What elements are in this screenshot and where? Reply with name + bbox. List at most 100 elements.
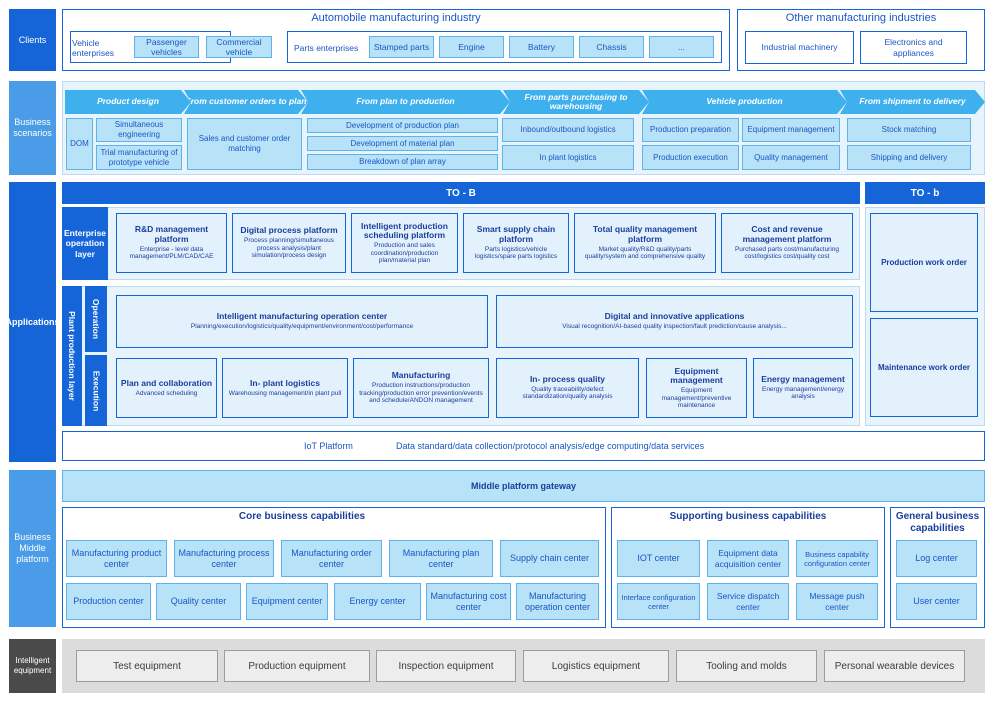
card-subtitle: Planning/execution/logistics/quality/equ… — [190, 323, 414, 331]
card-subtitle: Process planning/simultaneous process an… — [244, 237, 334, 260]
core-capability-box: Manufacturing plan center — [389, 540, 493, 577]
scenario-box: Equipment management — [742, 118, 840, 142]
execution-text: Execution — [91, 370, 101, 411]
card-subtitle: Parts logistics/vehicle logistics/spare … — [474, 245, 558, 261]
supporting-capability-box: Business capability configuration center — [796, 540, 878, 577]
general-capability-box: Log center — [896, 540, 977, 577]
card-title: Digital and innovative applications — [604, 311, 745, 322]
sidebar-label: Intelligent equipment — [13, 656, 52, 675]
supporting-capability-box: Equipment data acquisition center — [707, 540, 789, 577]
card-subtitle: Production and sales coordination/produc… — [370, 242, 439, 264]
commercial-vehicle-box: Commercial vehicle — [206, 36, 272, 58]
core-capability-box: Production center — [66, 583, 151, 620]
plant-layer-text: Plant production layer — [67, 311, 77, 401]
card-title: Smart supply chain platform — [476, 224, 556, 245]
core-capability-box: Equipment center — [246, 583, 328, 620]
general-capability-box: User center — [896, 583, 977, 620]
plant-layer-label: Plant production layer — [62, 286, 82, 426]
sidebar-intelligent-equipment: Intelligent equipment — [9, 639, 56, 693]
supporting-capability-box: Interface configuration center — [617, 583, 700, 620]
equipment-box: Tooling and molds — [676, 650, 817, 682]
equipment-box: Test equipment — [76, 650, 218, 682]
operation-text: Operation — [91, 298, 101, 340]
supporting-capability-box: Message push center — [796, 583, 878, 620]
scenario-box: Development of material plan — [307, 136, 498, 151]
scenario-box: Development of production plan — [307, 118, 498, 133]
supporting-capability-box: IOT center — [617, 540, 700, 577]
supporting-capabilities-title: Supporting business capabilities — [669, 511, 827, 522]
card-title: Energy management — [761, 374, 845, 385]
card-title: Cost and revenue management platform — [742, 224, 832, 245]
flow-step: From shipment to delivery — [840, 90, 985, 114]
parts-box: Engine — [439, 36, 504, 58]
sidebar-business-middle-platform: Business Middle platform — [9, 470, 56, 627]
core-capabilities-title: Core business capabilities — [238, 511, 366, 522]
card-subtitle: Production instructions/production track… — [359, 382, 483, 405]
card-title: Production work order — [881, 257, 967, 267]
card-subtitle: Warehousing management/in plant pull — [228, 389, 342, 397]
sidebar-label: Business Middle platform — [14, 532, 51, 564]
card-title: R&D management platform — [134, 224, 209, 245]
iot-platform-description: Data standard/data collection/protocol a… — [396, 441, 705, 451]
card-subtitle: Energy management/energy analysis — [761, 385, 845, 401]
enterprise-platform-card: Intelligent production scheduling platfo… — [351, 213, 458, 273]
core-capability-box: Quality center — [156, 583, 241, 620]
passenger-vehicles-box: Passenger vehicles — [134, 36, 199, 58]
card-subtitle: Market quality/R&D quality/parts quality… — [584, 245, 706, 261]
electronics-appliances-box: Electronics and appliances — [860, 31, 967, 64]
flow-step: From plan to production — [301, 90, 510, 114]
parts-box: Chassis — [579, 36, 644, 58]
vehicle-enterprises-label: Vehicle enterprises — [72, 38, 115, 59]
scenario-box: Production execution — [642, 145, 739, 170]
flow-step: From customer orders to plan — [184, 90, 308, 114]
card-subtitle: Equipment management/preventive maintena… — [661, 387, 732, 409]
core-capability-box: Manufacturing process center — [174, 540, 274, 577]
iot-platform-label: IoT Platform — [304, 441, 353, 451]
flow-step: Vehicle production — [642, 90, 847, 114]
equipment-box: Production equipment — [224, 650, 370, 682]
card-title: Equipment management — [670, 365, 723, 386]
equipment-box: Logistics equipment — [523, 650, 669, 682]
card-subtitle: Purchased parts cost/manufacturing cost/… — [734, 245, 840, 261]
equipment-box: Inspection equipment — [376, 650, 516, 682]
flow-step: From parts purchasing to warehousing — [503, 90, 649, 114]
card-title: Maintenance work order — [877, 362, 971, 372]
core-capability-box: Manufacturing operation center — [516, 583, 599, 620]
card-title: In- plant logistics — [250, 377, 320, 388]
parts-box: Battery — [509, 36, 574, 58]
equipment-box: Personal wearable devices — [824, 650, 965, 682]
sidebar-clients: Clients — [9, 9, 56, 71]
scenario-box: Breakdown of plan array — [307, 154, 498, 170]
operation-label: Operation — [85, 286, 107, 352]
card-title: In- process quality — [529, 374, 606, 385]
auto-industry-title: Automobile manufacturing industry — [311, 12, 481, 24]
general-capabilities-title: General business capabilities — [895, 511, 980, 534]
scenario-box: Shipping and delivery — [847, 145, 971, 170]
card-subtitle: Visual recognition/AI-based quality insp… — [562, 323, 787, 331]
parts-box: Stamped parts — [369, 36, 434, 58]
scenario-box: Trial manufacturing of prototype vehicle — [96, 145, 182, 170]
middle-platform-gateway: Middle platform gateway — [62, 470, 985, 502]
scenario-box: Sales and customer order matching — [187, 118, 302, 170]
card-title: Manufacturing — [391, 370, 451, 381]
tob-upper-bar: TO - B — [62, 182, 860, 204]
scenario-box: In plant logistics — [502, 145, 634, 170]
other-industries-title: Other manufacturing industries — [785, 12, 937, 24]
core-capability-box: Manufacturing product center — [66, 540, 167, 577]
card-title: Digital process platform — [240, 225, 338, 236]
sidebar-label: Applications — [5, 316, 60, 327]
scenario-box: Stock matching — [847, 118, 971, 142]
supporting-capability-box: Service dispatch center — [707, 583, 789, 620]
sidebar-business-scenarios: Business scenarios — [9, 81, 56, 175]
